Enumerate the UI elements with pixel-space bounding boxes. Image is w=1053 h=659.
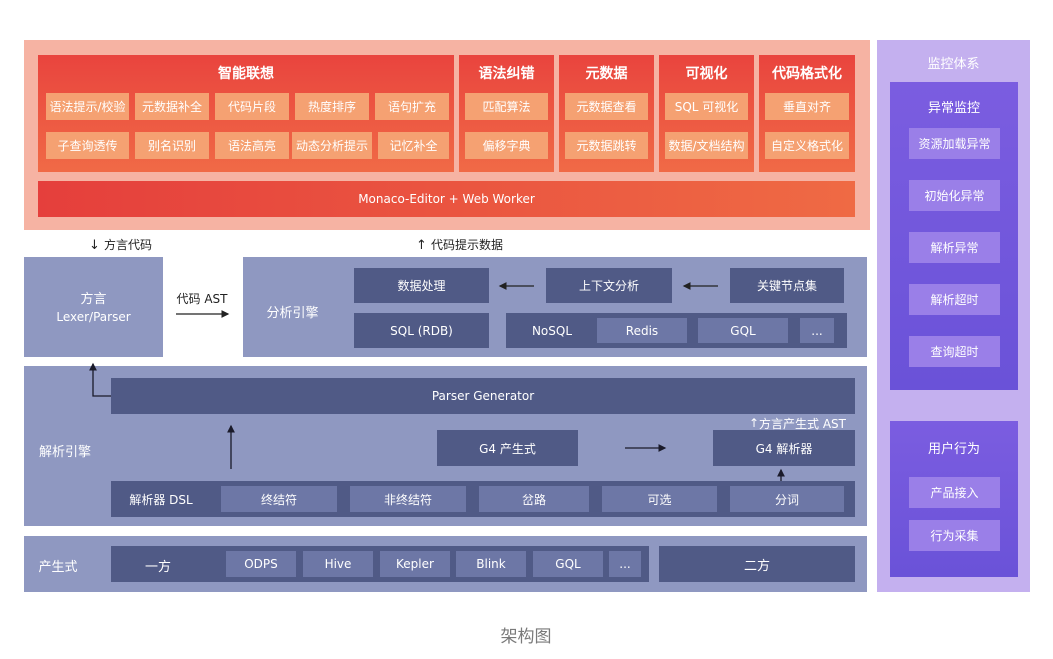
monaco-editor-bar: Monaco-Editor + Web Worker — [38, 181, 855, 217]
monitor-item: 产品接入 — [909, 477, 1000, 508]
dsl-item-box: 分词 — [730, 486, 844, 512]
monitor-item: 解析超时 — [909, 284, 1000, 315]
dsl-item-box: 岔路 — [479, 486, 589, 512]
feature-box: 垂直对齐 — [765, 93, 849, 120]
user-behavior-title: 用户行为 — [927, 441, 980, 457]
prod-item-box: Blink — [456, 551, 526, 577]
gql-box: GQL — [698, 318, 788, 343]
dialect-code-label: ↓ 方言代码 — [89, 238, 153, 253]
prod-item-box: Hive — [303, 551, 373, 577]
first-party-label: 一方 — [144, 559, 171, 575]
feature-box: 匹配算法 — [465, 93, 548, 120]
dialect-ast-text: 方言产生式 AST — [759, 416, 847, 431]
sql-rdb-box: SQL (RDB) — [354, 313, 489, 348]
prod-item-box: ... — [609, 551, 641, 577]
parse-engine-title: 解析引擎 — [38, 444, 91, 460]
prod-item-box: Kepler — [380, 551, 450, 577]
dsl-item-box: 可选 — [602, 486, 717, 512]
key-node-set-box: 关键节点集 — [730, 268, 844, 303]
syntax-correction-title: 语法纠错 — [478, 66, 535, 82]
second-party-bar: 二方 — [659, 546, 855, 582]
feature-box: 语法提示/校验 — [46, 93, 129, 120]
monitor-item: 行为采集 — [909, 520, 1000, 551]
generator-to-lexer-arrow — [89, 362, 111, 397]
prod-item-box: ODPS — [226, 551, 296, 577]
code-ast-label: 代码 AST — [176, 291, 228, 306]
feature-box: 代码片段 — [215, 93, 289, 120]
feature-box: 偏移字典 — [465, 132, 548, 159]
dialect-code-text: 方言代码 — [104, 238, 153, 252]
hint-data-text: 代码提示数据 — [431, 238, 504, 252]
data-processing-box: 数据处理 — [354, 268, 489, 303]
feature-box: 记忆补全 — [378, 132, 449, 159]
feature-box: 元数据跳转 — [565, 132, 648, 159]
feature-box: 数据/文档结构 — [665, 132, 748, 159]
feature-box: 语句扩充 — [375, 93, 449, 120]
dialect-ast-label: ↑ 方言产生式 AST — [748, 416, 847, 431]
exception-monitor-title: 异常监控 — [927, 100, 980, 116]
metadata-title: 元数据 — [585, 66, 628, 82]
more-box: ... — [800, 318, 834, 343]
monitor-item: 初始化异常 — [909, 180, 1000, 211]
feature-box: 动态分析提示 — [292, 132, 372, 159]
feature-box: 别名识别 — [135, 132, 209, 159]
redis-box: Redis — [597, 318, 687, 343]
feature-box: 元数据补全 — [135, 93, 209, 120]
feature-box: 自定义格式化 — [765, 132, 849, 159]
feature-box: 元数据查看 — [565, 93, 648, 120]
monitoring-title: 监控体系 — [927, 56, 980, 72]
smart-association-title: 智能联想 — [218, 66, 274, 82]
monitor-item: 解析异常 — [909, 232, 1000, 263]
monitor-item: 资源加载异常 — [909, 128, 1000, 159]
parser-dsl-label: 解析器 DSL — [129, 492, 193, 507]
dialect-title: 方言 — [80, 291, 107, 307]
productions-title: 产生式 — [38, 559, 78, 575]
analysis-engine-title: 分析引擎 — [266, 305, 319, 321]
visualization-title: 可视化 — [685, 66, 728, 82]
feature-box: 子查询透传 — [46, 132, 129, 159]
hint-data-label: ↑ 代码提示数据 — [416, 238, 504, 253]
parser-generator-bar: Parser Generator — [111, 378, 855, 414]
nosql-label: NoSQL — [531, 324, 573, 338]
dsl-item-box: 非终结符 — [350, 486, 466, 512]
context-analysis-box: 上下文分析 — [546, 268, 672, 303]
code-format-title: 代码格式化 — [772, 66, 842, 82]
dialect-lexer-box — [24, 257, 163, 357]
diagram-caption: 架构图 — [500, 626, 552, 647]
monitor-item: 查询超时 — [909, 336, 1000, 367]
g4-parser-box: G4 解析器 — [713, 430, 855, 466]
feature-box: SQL 可视化 — [665, 93, 748, 120]
feature-box: 语法高亮 — [215, 132, 289, 159]
g4-production-box: G4 产生式 — [437, 430, 578, 466]
dsl-item-box: 终结符 — [221, 486, 337, 512]
prod-item-box: GQL — [533, 551, 603, 577]
lexer-parser-subtitle: Lexer/Parser — [56, 310, 131, 324]
feature-box: 热度排序 — [295, 93, 369, 120]
